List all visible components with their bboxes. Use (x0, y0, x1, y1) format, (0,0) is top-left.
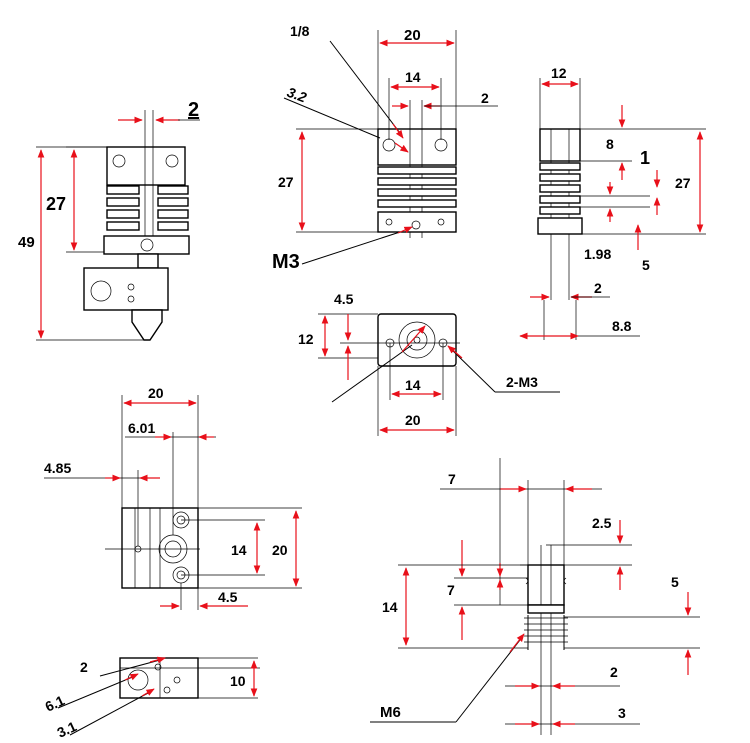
top-offset-label: 4.5 (334, 291, 354, 307)
top-height-label: 12 (298, 331, 314, 347)
block-spacing-label: 14 (231, 542, 247, 558)
side-a-label: 2 (80, 659, 88, 675)
thread-label: 1/8 (290, 23, 310, 39)
throat-total-label: 14 (382, 599, 398, 615)
front-view: 20 14 2 1/8 3.2 27 M3 (272, 23, 498, 273)
block-bottom-label: 4.5 (218, 589, 238, 605)
heatsink-height-label: 27 (46, 194, 66, 214)
right-height-label: 27 (675, 175, 691, 191)
side-c-label: 3.1 (55, 718, 80, 741)
screw-label: M3 (272, 251, 300, 273)
top-spacing-label: 14 (405, 377, 421, 393)
hole-label: 3.2 (285, 84, 309, 106)
block-width-label: 20 (148, 385, 164, 401)
side-height-label: 10 (230, 673, 246, 689)
tube-span-label: 8.8 (612, 318, 632, 334)
front-gap-label: 2 (481, 90, 489, 106)
right-width-label: 12 (551, 65, 567, 81)
fin-gap-label: 1.98 (584, 246, 611, 262)
side-b-label: 6.1 (43, 692, 68, 715)
throat-height-label: 7 (447, 582, 455, 598)
fin-label: 1 (640, 148, 650, 168)
throat-view: 7 2.5 7 14 5 2 3 M6 (370, 458, 700, 735)
outer-label: 3 (618, 705, 626, 721)
throat-width-label: 7 (448, 471, 456, 487)
right-view: 12 8 1 27 1.98 5 2 8.8 (519, 65, 706, 340)
block-offset-a-label: 6.01 (128, 420, 155, 436)
tube-label: 2 (594, 280, 602, 296)
bore-label: 2 (610, 664, 618, 680)
heater-block-side-view: 10 2 6.1 3.1 (43, 656, 260, 741)
heater-block-view: 20 6.01 4.85 14 20 4.5 (44, 385, 302, 610)
screws-label: 2-M3 (506, 374, 538, 390)
front-spacing-label: 14 (405, 69, 421, 85)
thread-length-label: 5 (671, 574, 679, 590)
step-label: 5 (642, 257, 650, 273)
block-height-label: 20 (272, 542, 288, 558)
top-view: 12 4.5 14 20 2-M3 (298, 291, 560, 436)
front-width-label: 20 (404, 27, 421, 44)
top-width-label: 20 (405, 412, 421, 428)
block-offset-b-label: 4.85 (44, 460, 71, 476)
side-width-label: 2 (188, 99, 199, 121)
throat-top-label: 2.5 (592, 515, 612, 531)
total-height-label: 49 (18, 234, 35, 251)
side-view: 2 27 49 (18, 99, 200, 341)
front-height-label: 27 (278, 174, 294, 190)
right-top-label: 8 (606, 136, 614, 152)
thread-m6-label: M6 (380, 704, 401, 721)
